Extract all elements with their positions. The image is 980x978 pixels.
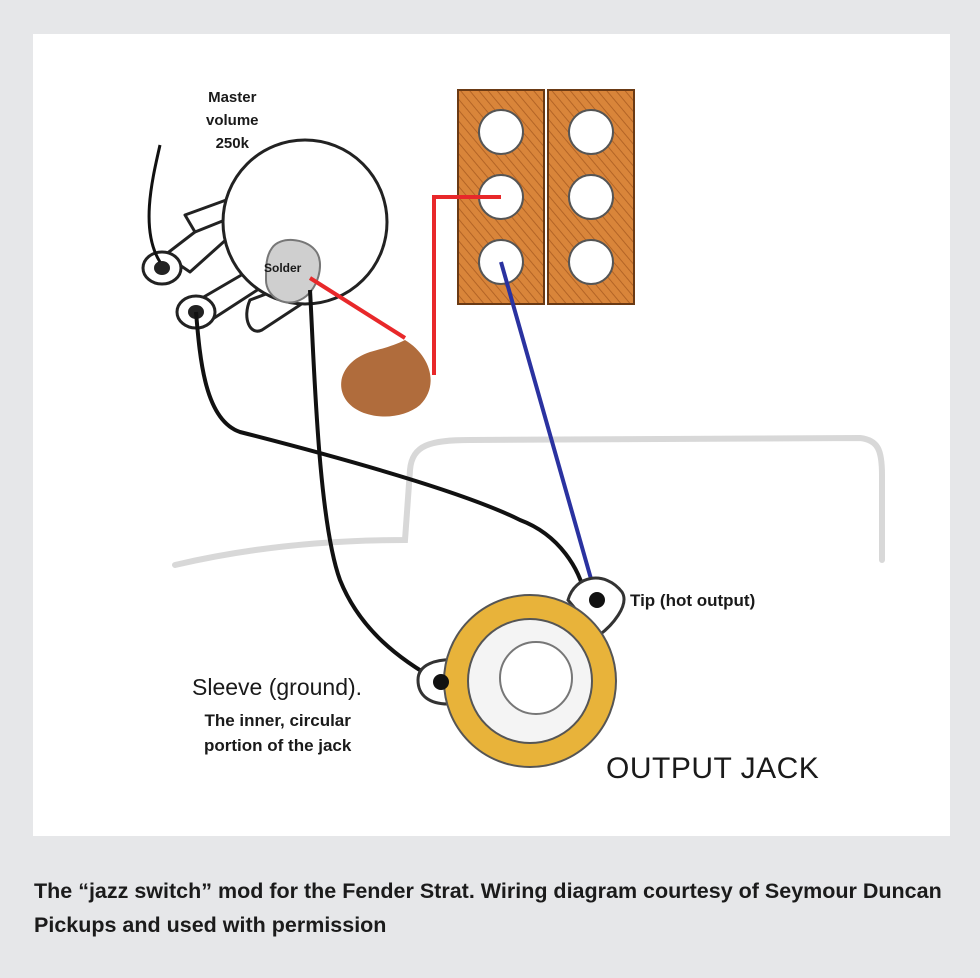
pickguard-outline [172,434,885,568]
ground-wire [194,311,587,597]
switch-lug [568,239,614,285]
ground-wire [308,289,441,684]
figure-caption: The “jazz switch” mod for the Fender Str… [34,879,942,937]
master-volume-label: Master volume 250k [206,89,259,152]
hot-wire [432,195,501,375]
output-jack-label: OUTPUT JACK [606,752,820,785]
ground-wire [147,144,162,263]
sleeve-label: Sleeve (ground). [192,674,363,700]
switch-lug [568,174,614,220]
sleeve-note: The inner, circular portion of the jack [204,711,352,755]
tip-label: Tip (hot output) [630,591,756,610]
switch-lug [568,109,614,155]
output-jack [416,576,626,768]
tip-wire [499,261,599,601]
solder-label: Solder [264,261,302,275]
solder-blob [264,239,321,304]
hot-wire [308,276,407,340]
volume-pot [141,138,389,333]
capacitor [341,340,431,417]
switch-lug [478,109,524,155]
